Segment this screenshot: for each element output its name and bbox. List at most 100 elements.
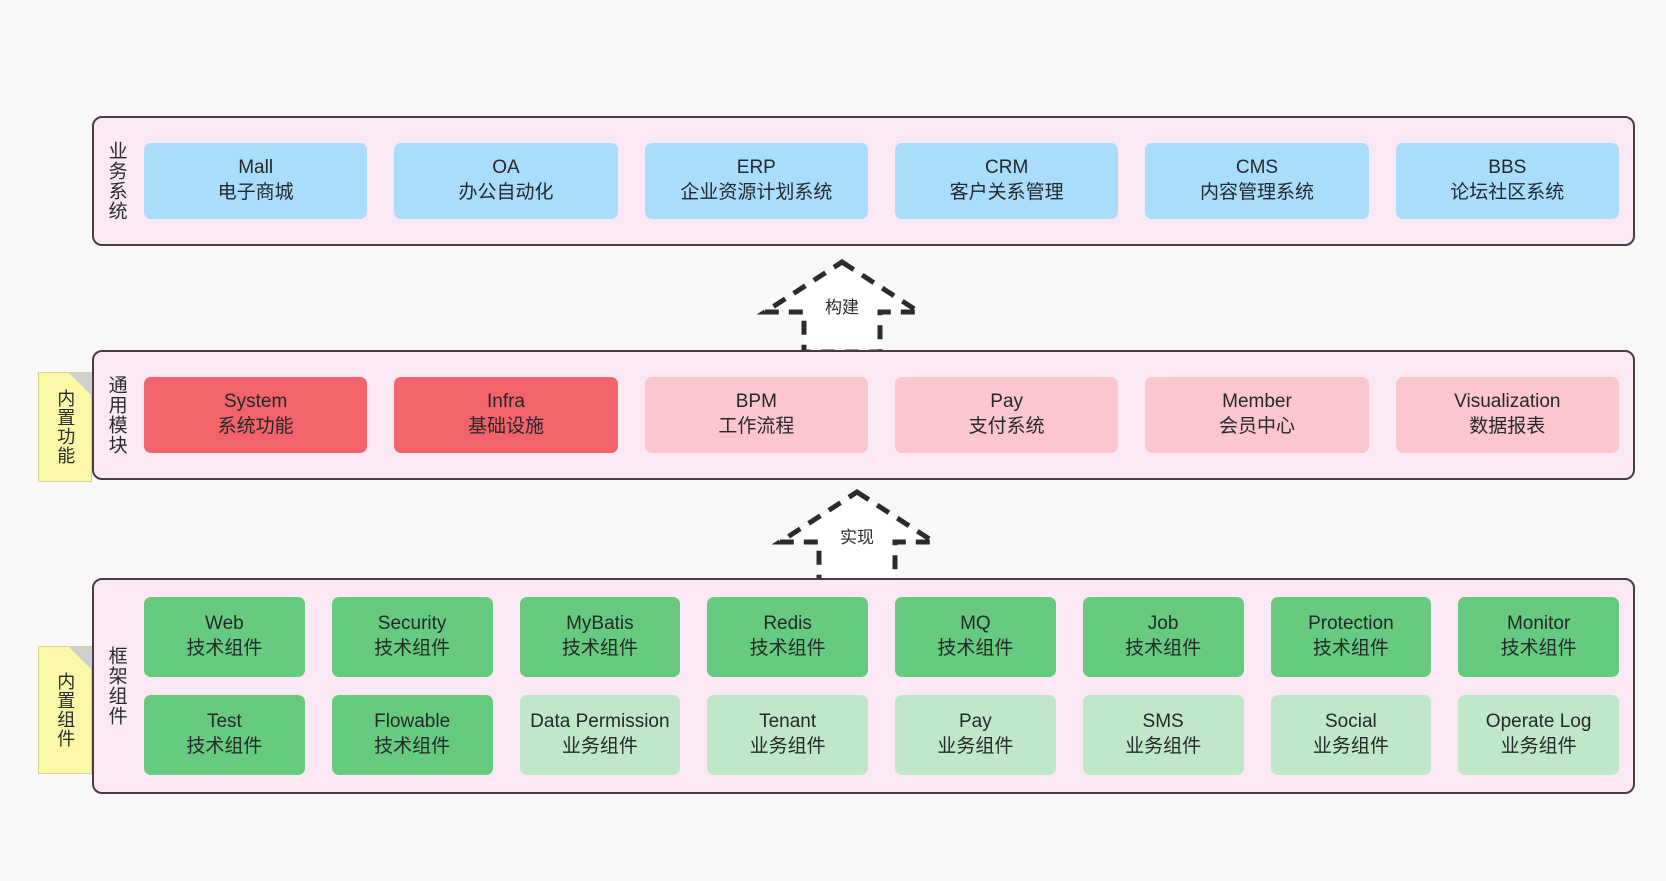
- node-label-en: Protection: [1308, 613, 1394, 635]
- node-label-en: Mall: [238, 157, 274, 179]
- node-label-en: Flowable: [374, 711, 451, 733]
- node-monitor[interactable]: Monitor 技术组件: [1458, 597, 1619, 677]
- node-system[interactable]: System 系统功能: [144, 377, 368, 453]
- layer-title-common-module: 通用模块: [105, 375, 127, 455]
- node-label-cn: 技术组件: [1312, 638, 1389, 659]
- node-protection[interactable]: Protection 技术组件: [1270, 597, 1432, 677]
- node-web[interactable]: Web 技术组件: [144, 597, 305, 677]
- node-row: Test 技术组件 Flowable 技术组件 Data Permission …: [144, 695, 1619, 775]
- note-builtin-function: 内置功能: [38, 372, 92, 482]
- node-label-cn: 技术组件: [561, 638, 638, 659]
- node-label-cn: 论坛社区系统: [1450, 182, 1565, 203]
- arrow-label-implement: 实现: [840, 528, 874, 547]
- node-sms[interactable]: SMS 业务组件: [1082, 695, 1244, 775]
- node-redis[interactable]: Redis 技术组件: [707, 597, 868, 677]
- arrow-implement: 实现: [771, 486, 943, 586]
- node-label-en: Pay: [959, 711, 992, 733]
- node-mq[interactable]: MQ 技术组件: [895, 597, 1056, 677]
- node-member[interactable]: Member 会员中心: [1145, 377, 1369, 453]
- node-label-en: Test: [206, 711, 242, 733]
- node-label-en: Social: [1325, 711, 1377, 733]
- node-label-cn: 技术组件: [186, 736, 263, 757]
- node-flowable[interactable]: Flowable 技术组件: [331, 695, 493, 775]
- node-label-en: Data Permission: [530, 711, 670, 733]
- node-bpm[interactable]: BPM 工作流程: [644, 377, 868, 453]
- arrow-up-icon: [756, 259, 928, 355]
- node-label-cn: 数据报表: [1469, 416, 1546, 437]
- node-infra[interactable]: Infra 基础设施: [394, 377, 618, 453]
- node-label-cn: 技术组件: [374, 638, 451, 659]
- node-visualization[interactable]: Visualization 数据报表: [1395, 377, 1619, 453]
- node-label-cn: 技术组件: [186, 638, 263, 659]
- node-label-cn: 内容管理系统: [1199, 182, 1314, 203]
- node-label-en: BPM: [735, 391, 777, 413]
- layer-body-common-module: System 系统功能 Infra 基础设施 BPM 工作流程 Pay 支付系统…: [138, 352, 1633, 478]
- note-label: 内置组件: [55, 672, 76, 748]
- node-row: System 系统功能 Infra 基础设施 BPM 工作流程 Pay 支付系统…: [144, 377, 1619, 453]
- node-erp[interactable]: ERP 企业资源计划系统: [644, 143, 868, 219]
- node-label-en: MyBatis: [566, 613, 634, 635]
- node-label-cn: 业务组件: [1312, 736, 1389, 757]
- note-builtin-component: 内置组件: [38, 646, 92, 774]
- node-crm[interactable]: CRM 客户关系管理: [894, 143, 1119, 219]
- node-label-cn: 技术组件: [1500, 638, 1577, 659]
- node-label-cn: 业务组件: [561, 736, 638, 757]
- node-label-en: Security: [377, 613, 447, 635]
- node-label-en: Member: [1222, 391, 1292, 413]
- node-operate-log[interactable]: Operate Log 业务组件: [1458, 695, 1619, 775]
- node-label-cn: 业务组件: [937, 736, 1014, 757]
- node-label-cn: 工作流程: [718, 416, 795, 437]
- arrow-build: 构建: [756, 256, 928, 356]
- node-label-cn: 业务组件: [1500, 736, 1577, 757]
- node-cms[interactable]: CMS 内容管理系统: [1145, 143, 1369, 219]
- node-label-cn: 技术组件: [374, 736, 451, 757]
- node-label-en: Redis: [763, 613, 812, 635]
- node-oa[interactable]: OA 办公自动化: [394, 143, 618, 219]
- node-label-en: MQ: [960, 613, 991, 635]
- note-label: 内置功能: [55, 389, 76, 465]
- node-label-en: Infra: [486, 391, 525, 413]
- node-label-en: System: [223, 391, 288, 413]
- arrow-up-icon: [771, 489, 943, 585]
- node-label-en: Visualization: [1454, 391, 1561, 413]
- layer-common-module: 通用模块 System 系统功能 Infra 基础设施 BPM 工作流程 Pay…: [92, 350, 1635, 480]
- node-label-en: Operate Log: [1485, 711, 1592, 733]
- node-label-cn: 会员中心: [1218, 416, 1295, 437]
- node-tenant[interactable]: Tenant 业务组件: [707, 695, 868, 775]
- node-label-cn: 技术组件: [937, 638, 1014, 659]
- node-mall[interactable]: Mall 电子商城: [144, 143, 368, 219]
- node-label-en: CMS: [1235, 157, 1279, 179]
- layer-business-system: 业务系统 Mall 电子商城 OA 办公自动化 ERP 企业资源计划系统 CRM…: [92, 116, 1635, 246]
- node-test[interactable]: Test 技术组件: [144, 695, 305, 775]
- node-label-cn: 支付系统: [968, 416, 1045, 437]
- node-label-cn: 系统功能: [217, 416, 294, 437]
- node-row: Web 技术组件 Security 技术组件 MyBatis 技术组件 Redi…: [144, 597, 1619, 677]
- node-label-en: Job: [1147, 613, 1179, 635]
- arrow-label-build: 构建: [825, 298, 859, 317]
- node-label-cn: 业务组件: [1125, 736, 1202, 757]
- node-row: Mall 电子商城 OA 办公自动化 ERP 企业资源计划系统 CRM 客户关系…: [144, 143, 1619, 219]
- layer-body-business-system: Mall 电子商城 OA 办公自动化 ERP 企业资源计划系统 CRM 客户关系…: [138, 118, 1633, 244]
- node-label-en: Pay: [990, 391, 1024, 413]
- layer-framework-component: 框架组件 Web 技术组件 Security 技术组件 MyBatis 技术组件…: [92, 578, 1635, 794]
- node-label-cn: 客户关系管理: [949, 182, 1064, 203]
- node-social[interactable]: Social 业务组件: [1270, 695, 1432, 775]
- node-label-en: Web: [205, 613, 244, 635]
- layer-body-framework-component: Web 技术组件 Security 技术组件 MyBatis 技术组件 Redi…: [138, 580, 1633, 792]
- node-bbs[interactable]: BBS 论坛社区系统: [1395, 143, 1619, 219]
- node-label-en: Monitor: [1506, 613, 1571, 635]
- node-label-cn: 技术组件: [749, 638, 826, 659]
- node-job[interactable]: Job 技术组件: [1082, 597, 1244, 677]
- node-label-en: ERP: [736, 157, 776, 179]
- node-pay-business[interactable]: Pay 业务组件: [895, 695, 1056, 775]
- node-mybatis[interactable]: MyBatis 技术组件: [519, 597, 681, 677]
- node-label-cn: 电子商城: [217, 182, 294, 203]
- node-security[interactable]: Security 技术组件: [331, 597, 493, 677]
- node-pay[interactable]: Pay 支付系统: [894, 377, 1119, 453]
- node-data-permission[interactable]: Data Permission 业务组件: [519, 695, 681, 775]
- node-label-en: OA: [492, 157, 520, 179]
- node-label-en: CRM: [985, 157, 1029, 179]
- node-label-en: BBS: [1488, 157, 1527, 179]
- node-label-cn: 企业资源计划系统: [680, 182, 833, 203]
